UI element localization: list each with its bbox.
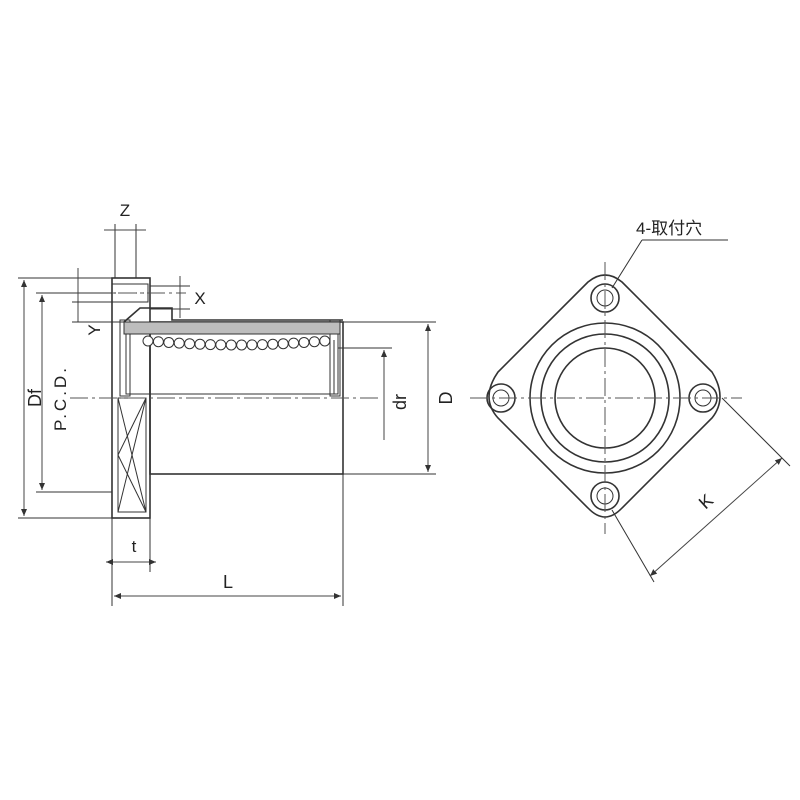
label-y: Y — [85, 324, 104, 335]
label-k: K — [695, 490, 717, 513]
ball — [236, 339, 248, 351]
label-l: L — [223, 572, 233, 592]
label-x: X — [194, 289, 205, 308]
ball — [163, 336, 175, 348]
flange-section-hatch — [117, 397, 147, 513]
label-mounting-holes: 4-取付穴 — [636, 219, 702, 238]
side-view: Df P.C.D. Z X Y dr D t — [18, 201, 456, 606]
ball — [142, 335, 154, 347]
front-view: 4-取付穴 K — [470, 219, 791, 583]
mounting-leader — [611, 239, 643, 289]
top-shoulder — [123, 307, 343, 323]
label-pcd: P.C.D. — [51, 365, 70, 431]
label-d: D — [436, 392, 456, 405]
ball — [277, 338, 289, 350]
ball — [298, 336, 310, 348]
ball — [184, 338, 196, 350]
label-dr: dr — [390, 394, 410, 410]
label-t: t — [132, 537, 137, 556]
ball — [256, 339, 268, 351]
ball — [173, 337, 185, 349]
ball — [288, 337, 300, 349]
dim-k-line — [649, 457, 783, 577]
ball — [308, 336, 320, 348]
ball — [225, 339, 237, 351]
ball — [204, 339, 216, 351]
ball — [215, 339, 227, 351]
ball — [194, 338, 206, 350]
diamond-flange — [488, 274, 721, 518]
ball-row — [142, 335, 331, 351]
label-z: Z — [120, 201, 130, 220]
ball — [319, 335, 331, 347]
ball — [152, 336, 164, 348]
ball — [267, 338, 279, 350]
ball — [246, 339, 258, 351]
